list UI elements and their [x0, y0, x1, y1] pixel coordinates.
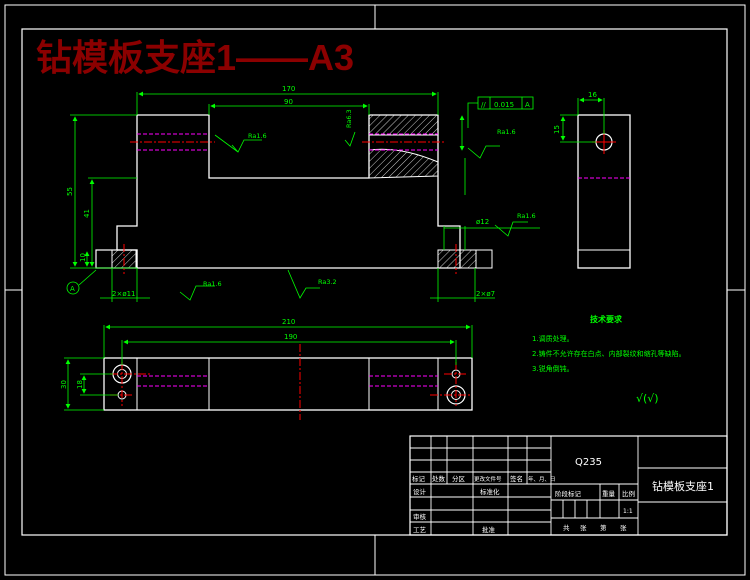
dim-right-hole: 16	[588, 91, 597, 99]
side-view	[577, 114, 631, 269]
front-dimensions	[70, 91, 540, 302]
tb-row-label-5: 年、月、日	[528, 475, 556, 483]
tb-stage-label-1: 重量	[602, 490, 616, 498]
right-foot-section	[437, 249, 477, 269]
dim-base-hole-right: 2×ø7	[476, 290, 495, 298]
bore-section	[368, 148, 439, 179]
roughness-r6: Ra6.3	[345, 109, 353, 128]
top-right-section	[368, 114, 439, 136]
tech-item-2: 2.铸件不允许存在白点、内部裂纹和缩孔等缺陷。	[532, 349, 686, 358]
side-dimensions	[560, 97, 605, 143]
tolerance-value: 0.015	[494, 101, 514, 109]
dim-height-mid: 41	[83, 209, 91, 218]
tb-left-label-2: 工艺	[413, 526, 427, 534]
drawing-frame	[21, 28, 728, 536]
front-view	[95, 114, 493, 274]
tb-row-label-4: 签名	[510, 474, 523, 483]
tb-sheet-label-3: 张	[620, 523, 627, 532]
tolerance-datum: A	[525, 101, 530, 109]
tb-left-label-1: 审核	[413, 512, 427, 521]
tb-sheet-label-2: 第	[600, 523, 607, 532]
roughness-symbols	[179, 131, 528, 301]
dim-height-total: 55	[66, 187, 74, 196]
material: Q235	[575, 457, 602, 468]
datum-label: A	[70, 285, 75, 293]
roughness-r2: Ra1.6	[497, 128, 516, 136]
front-outline	[116, 114, 461, 269]
front-dim-text: 170 90 55 41 10 2×ø11 2×ø7 ø12	[66, 85, 495, 298]
dim-plan-width: 30	[60, 380, 68, 389]
scale: 1:1	[623, 508, 633, 515]
finish-mark: √(√)	[636, 392, 659, 405]
tb-sheet-label-1: 张	[580, 523, 587, 532]
dim-base-hole-left: 2×ø11	[112, 290, 136, 298]
tb-sheet-label-0: 共	[563, 523, 570, 532]
dim-right-height: 15	[553, 125, 561, 134]
title-block-text: Q235 钻模板支座1 1:1 标记 处数 分区 更改文件号 签名 年、月、日 …	[412, 457, 714, 534]
part-name: 钻模板支座1	[652, 479, 714, 493]
dim-overall-length: 170	[282, 85, 295, 93]
tolerance-symbol: //	[481, 101, 486, 109]
plan-view	[103, 344, 473, 420]
roughness-r3: Ra1.6	[517, 212, 536, 220]
tech-requirements: 技术要求 1.调质处理。 2.铸件不允许存在白点、内部裂纹和缩孔等缺陷。 3.锐…	[532, 314, 686, 405]
dim-base-small: ø12	[476, 218, 489, 226]
tb-approve-label: 批准	[482, 525, 496, 534]
roughness-r5: Ra1.6	[203, 280, 222, 288]
right-foot	[475, 249, 493, 269]
tb-stage-label-0: 阶段标记	[555, 489, 582, 498]
tb-row-label-2: 分区	[452, 474, 466, 483]
tech-heading: 技术要求	[590, 314, 623, 324]
datum-a-marker: A	[66, 269, 97, 295]
tb-row-label-0: 标记	[412, 474, 426, 483]
dim-plan-inner: 190	[284, 333, 297, 341]
tb-stage-label-2: 比例	[622, 489, 635, 498]
tb-row-label-3: 更改文件号	[474, 475, 502, 483]
tb-left-label-0: 设计	[413, 487, 427, 496]
centering-marks	[5, 5, 745, 575]
roughness-r1: Ra1.6	[248, 132, 267, 140]
tb-row-label-1: 处数	[432, 474, 446, 483]
dim-height-base: 10	[79, 253, 87, 262]
tolerance-frame: // 0.015 A	[467, 96, 534, 128]
plan-dimensions	[64, 324, 473, 411]
front-centerlines	[123, 141, 457, 274]
dim-slot-length: 90	[284, 98, 293, 106]
dim-plan-width-inner: 18	[76, 380, 84, 389]
tech-item-3: 3.锐角倒钝。	[532, 364, 574, 373]
drawing-title: 钻模板支座1——A3	[36, 37, 354, 78]
tech-item-1: 1.调质处理。	[532, 334, 574, 343]
tb-std-label: 标准化	[480, 487, 500, 496]
title-block	[409, 435, 728, 536]
roughness-r4: Ra3.2	[318, 278, 337, 286]
roughness-text: Ra1.6 Ra1.6 Ra1.6 Ra1.6 Ra3.2 Ra6.3	[203, 109, 536, 288]
dim-plan-outer: 210	[282, 318, 295, 326]
hidden-lines	[137, 133, 438, 151]
